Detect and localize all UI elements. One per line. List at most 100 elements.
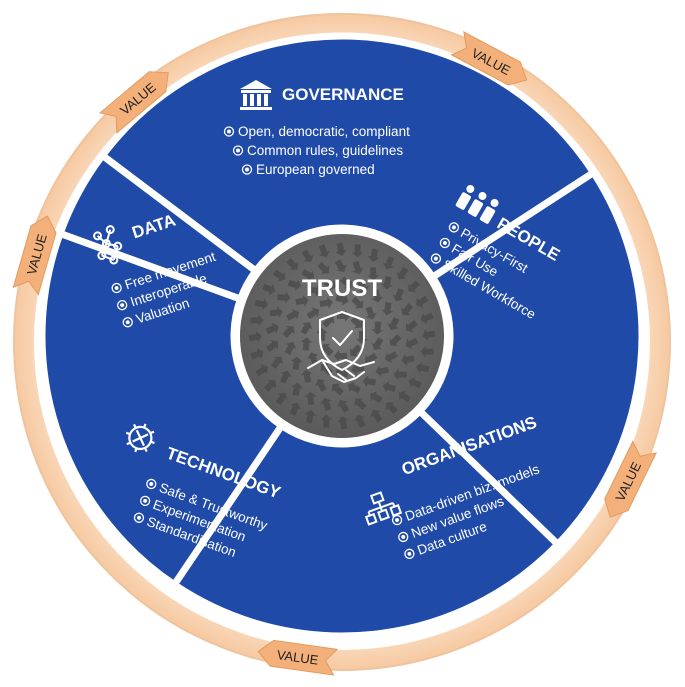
core-arrow-mark <box>301 249 314 262</box>
core-arrow-mark <box>250 347 264 360</box>
core-arrow-mark <box>335 294 349 306</box>
core-arrow-mark <box>304 410 317 424</box>
core-arrow-pattern <box>248 242 436 430</box>
gear-tools-icon <box>125 423 155 453</box>
segment-item: European governed <box>256 162 375 177</box>
value-arrow-shape <box>99 71 169 134</box>
core-arrow-mark <box>381 276 393 290</box>
data-network-icon <box>93 225 123 265</box>
core-arrow-mark <box>362 375 376 388</box>
core-arrow-mark <box>350 316 363 329</box>
core-arrow-mark <box>420 312 434 325</box>
core-arrow-mark <box>407 280 420 293</box>
core-arrow-mark <box>308 284 322 297</box>
core-arrow-mark <box>351 244 364 258</box>
core-arrow-mark <box>382 256 395 270</box>
core-arrow-mark <box>335 242 347 256</box>
value-arrow-shape <box>12 215 57 296</box>
core-arrow-mark <box>365 306 377 320</box>
core-arrow-mark <box>284 341 297 355</box>
core-arrow-mark <box>392 288 405 302</box>
core-arrow-mark <box>334 350 347 362</box>
core-arrow-mark <box>272 269 286 282</box>
core-arrow-mark <box>264 379 277 392</box>
core-arrow-mark <box>262 283 276 296</box>
core-arrow-mark <box>357 280 369 293</box>
bullet-dot <box>136 515 141 520</box>
bullet-icon <box>391 514 403 526</box>
bullet-dot <box>433 256 438 261</box>
bullet-icon <box>430 253 442 264</box>
core-arrow-mark <box>371 337 384 350</box>
core-arrow-mark <box>387 317 400 331</box>
bullet-dot <box>227 129 231 134</box>
core-arrow-mark <box>351 296 364 309</box>
bullet-icon <box>223 126 235 137</box>
core-arrow-mark <box>300 369 313 383</box>
core-arrow-mark <box>367 267 380 281</box>
core-arrow-mark <box>393 368 407 381</box>
segment-item: Common rules, guidelines <box>247 143 403 158</box>
value-arrow-shape <box>604 440 658 519</box>
trust-title: TRUST <box>302 275 382 302</box>
core-arrow-mark <box>401 303 414 316</box>
core-arrow-mark <box>287 279 302 291</box>
core-arrow-mark <box>320 414 333 428</box>
people-group-icon <box>455 184 499 224</box>
core-arrow-mark <box>286 309 299 321</box>
core-arrow-mark <box>315 379 327 392</box>
core-arrow-mark <box>367 248 380 262</box>
bullet-icon <box>117 299 128 311</box>
core-arrow-mark <box>385 401 398 414</box>
bullet-dot <box>125 320 130 325</box>
government-building-icon <box>240 80 272 110</box>
core-arrow-mark <box>321 343 334 356</box>
core-arrow-mark <box>334 259 347 272</box>
core-arrow-mark <box>318 244 331 258</box>
core-arrow-mark <box>301 268 315 281</box>
bullet-dot <box>120 303 125 308</box>
core-arrow-mark <box>289 402 302 416</box>
bullet-dot <box>149 481 154 486</box>
value-arrow-label: VALUE <box>276 647 320 668</box>
bullet-icon <box>122 317 133 328</box>
core-arrow-mark <box>352 260 364 275</box>
core-arrow-mark <box>323 278 337 291</box>
bullet-icon <box>439 237 451 249</box>
bullet-dot <box>451 225 456 230</box>
core-arrow-mark <box>353 414 366 428</box>
bullet-icon <box>448 222 460 233</box>
bullet-dot <box>395 518 400 523</box>
value-arrow: VALUE <box>257 639 339 676</box>
core-arrow-mark <box>416 361 430 374</box>
core-arrow-mark <box>398 390 412 403</box>
core-arrow-mark <box>320 397 332 412</box>
value-arrow: VALUE <box>12 215 57 296</box>
core-arrow-mark <box>300 322 313 335</box>
org-chart-icon <box>364 491 403 526</box>
core-arrow-mark <box>286 258 299 271</box>
bullet-dot <box>401 534 406 539</box>
core-arrow-mark <box>337 416 349 430</box>
segment-item: Open, democratic, compliant <box>238 124 410 139</box>
core-arrow-mark <box>349 344 362 357</box>
core-arrow-mark <box>266 339 279 353</box>
bullet-dot <box>442 240 447 245</box>
bullet-icon <box>146 478 157 490</box>
bullet-dot <box>143 498 148 503</box>
core-arrow-mark <box>300 337 313 351</box>
core-arrow-mark <box>250 314 264 327</box>
value-arrow-shape <box>450 30 528 86</box>
core-arrow-mark <box>291 382 303 396</box>
core-arrow-mark <box>347 381 361 394</box>
core-arrow-mark <box>317 261 330 274</box>
core-arrow-mark <box>371 321 384 335</box>
core-arrow-mark <box>340 276 353 289</box>
bullet-icon <box>241 164 253 175</box>
core-arrow-mark <box>319 296 333 309</box>
bullet-icon <box>133 512 145 523</box>
core-arrow-mark <box>306 307 320 320</box>
